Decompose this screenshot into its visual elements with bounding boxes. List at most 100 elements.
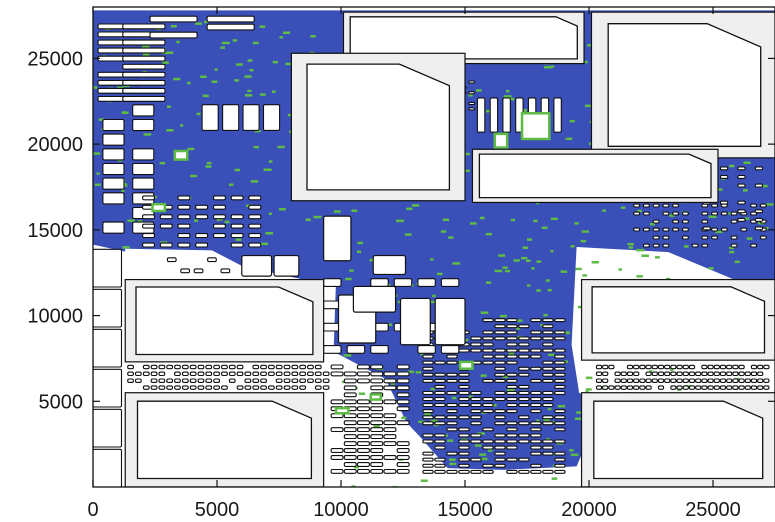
- highlight-speck: [373, 424, 380, 428]
- component-cell: [356, 462, 370, 467]
- component-cell: [102, 148, 125, 161]
- component-cell: [506, 342, 518, 347]
- component-cell: [482, 397, 494, 402]
- highlight-speck: [570, 453, 579, 457]
- component-cell: [458, 427, 470, 432]
- component-cell: [356, 448, 370, 453]
- component-cell: [494, 348, 506, 353]
- component-cell: [713, 385, 720, 390]
- highlight-speck: [278, 208, 286, 211]
- component-cell: [370, 468, 384, 474]
- component-cell: [393, 278, 413, 287]
- component-cell: [506, 457, 518, 462]
- component-cell: [356, 364, 370, 370]
- highlight-speck: [200, 75, 207, 78]
- component-cell: [174, 378, 181, 383]
- component-cell: [554, 457, 566, 462]
- component-cell: [273, 254, 300, 277]
- highlight-speck: [449, 458, 456, 461]
- component-cell: [494, 360, 506, 365]
- component-cell: [434, 463, 446, 468]
- component-cell: [719, 200, 729, 205]
- component-cell: [193, 268, 204, 274]
- component-cell: [260, 385, 267, 390]
- highlight-speck: [636, 275, 643, 278]
- highlight-speck: [166, 51, 174, 54]
- highlight-speck: [424, 413, 431, 416]
- component-cell: [422, 378, 434, 383]
- component-cell: [181, 364, 189, 370]
- component-cell: [744, 385, 751, 390]
- component-cell: [422, 366, 434, 371]
- highlight-speck: [187, 81, 191, 85]
- component-cell: [711, 235, 719, 240]
- component-cell: [554, 378, 566, 383]
- highlight-speck: [404, 233, 412, 236]
- component-cell: [750, 364, 758, 370]
- component-cell: [670, 378, 677, 383]
- component-cell: [494, 445, 506, 450]
- component-cell: [602, 364, 609, 370]
- highlight-speck: [214, 68, 218, 71]
- component-cell: [330, 468, 344, 474]
- highlight-speck: [122, 246, 130, 249]
- highlight-speck: [285, 62, 292, 66]
- component-cell: [158, 371, 166, 377]
- component-cell: [343, 371, 357, 377]
- component-cell: [707, 385, 714, 390]
- component-cell: [657, 364, 665, 370]
- component-cell: [554, 348, 566, 353]
- highlight-speck: [440, 230, 447, 233]
- component-cell: [670, 371, 677, 377]
- component-cell: [166, 385, 174, 390]
- highlight-speck: [494, 269, 503, 273]
- component-cell: [676, 364, 683, 370]
- component-cell: [267, 371, 275, 377]
- component-cell: [645, 364, 652, 370]
- component-cell: [657, 371, 665, 377]
- highlight-speck: [477, 432, 485, 435]
- component-cell: [434, 390, 446, 395]
- component-cell: [142, 195, 156, 201]
- highlight-speck: [541, 226, 548, 229]
- component-cell: [595, 371, 603, 377]
- component-cell: [633, 371, 640, 377]
- component-cell: [458, 378, 470, 383]
- highlight-speck: [547, 288, 552, 292]
- component-cell: [267, 385, 275, 390]
- component-cell: [260, 371, 267, 377]
- component-cell: [468, 107, 476, 111]
- component-cell: [719, 174, 729, 179]
- component-cell: [422, 457, 434, 462]
- highlight-speck: [521, 108, 527, 112]
- component-cell: [740, 227, 748, 232]
- component-cell: [750, 211, 758, 216]
- highlight-speck: [479, 216, 485, 220]
- component-cell: [738, 385, 745, 390]
- highlight-speck: [448, 236, 454, 239]
- component-cell: [330, 364, 344, 370]
- highlight-speck: [729, 246, 734, 250]
- component-cell: [608, 364, 615, 370]
- component-cell: [681, 211, 689, 216]
- y-tick-label: 20000: [27, 134, 83, 156]
- component-cell: [343, 385, 357, 391]
- component-cell: [330, 427, 344, 433]
- highlight-speck: [670, 368, 674, 371]
- highlight-speck: [447, 439, 454, 442]
- component-cell: [470, 421, 482, 426]
- component-cell: [726, 385, 733, 390]
- component-cell: [396, 392, 410, 398]
- component-cell: [518, 403, 530, 408]
- component-cell: [252, 385, 260, 390]
- component-cell: [530, 336, 542, 341]
- x-tick-label: 0: [87, 499, 98, 521]
- component-cell: [222, 104, 240, 131]
- highlight-speck: [250, 180, 259, 183]
- highlight-speck: [353, 466, 359, 469]
- component-cell: [434, 433, 446, 438]
- component-cell: [346, 345, 366, 354]
- component-cell: [314, 364, 322, 370]
- component-cell: [134, 371, 142, 377]
- highlight-speck: [588, 142, 593, 145]
